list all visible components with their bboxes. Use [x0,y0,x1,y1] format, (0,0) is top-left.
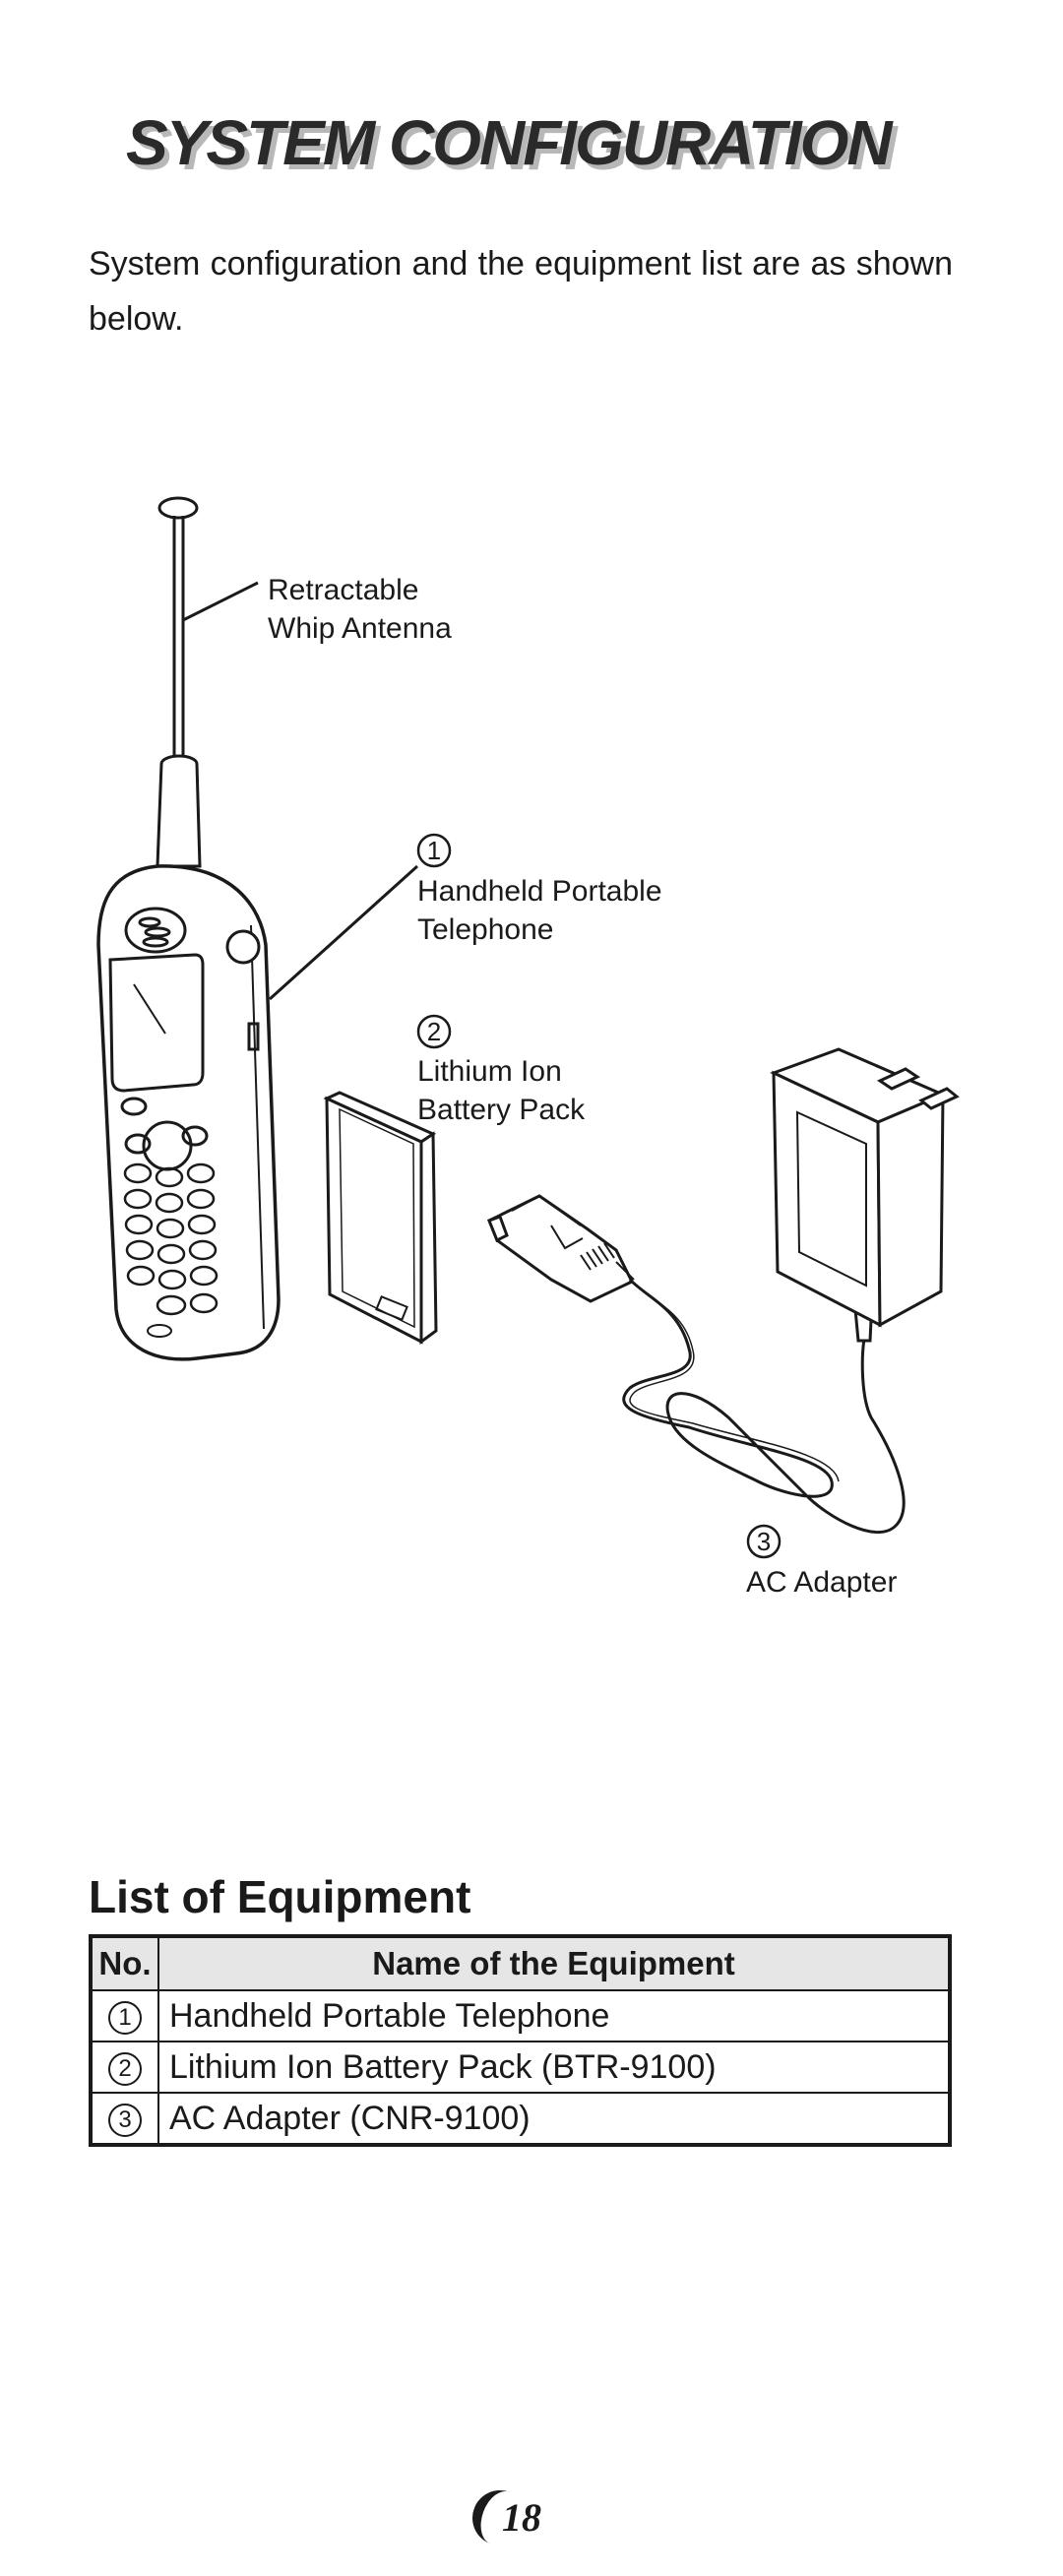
item3-number: 3 [757,1527,771,1556]
system-configuration-figure: Retractable Whip Antenna 1 Handheld Port… [96,496,960,1599]
row-number-cell: 2 [90,2041,159,2094]
item1-number-circle [416,833,452,868]
battery-label-line2: Battery Pack [417,1094,586,1126]
row-number: 1 [108,2000,142,2035]
page-number-badge: 18 [465,2482,551,2553]
intro-paragraph: System configuration and the equipment l… [89,245,953,338]
table-row: 2 Lithium Ion Battery Pack (BTR-9100) [90,2041,951,2094]
row-name-cell: Lithium Ion Battery Pack (BTR-9100) [157,2041,951,2094]
ac-adapter-label: AC Adapter [746,1566,897,1599]
row-number: 3 [108,2103,142,2137]
telephone-label-line1: Handheld Portable [417,875,662,908]
antenna-label-line1: Retractable [268,574,418,606]
table-header-row: No. Name of the Equipment [90,1935,951,1991]
column-header-name: Name of the Equipment [157,1935,951,1991]
battery-label-line1: Lithium Ion [417,1055,562,1088]
page-title: SYSTEM CONFIGURATION [126,107,893,178]
row-number: 2 [108,2051,142,2086]
telephone-label-line2: Telephone [417,913,553,946]
item1-number: 1 [427,836,441,865]
antenna-label-line2: Whip Antenna [268,612,452,645]
equipment-list-title: List of Equipment [89,1871,471,1922]
item2-number-circle [416,1014,452,1049]
equipment-table: No. Name of the Equipment 1 Handheld Por… [89,1934,952,2147]
page-number: 18 [502,2495,541,2540]
row-number-cell: 3 [90,2092,159,2146]
telephone-leader-line [268,864,419,1001]
telephone-illustration [96,496,281,1361]
row-number-cell: 1 [90,1989,159,2042]
item3-number-circle [746,1524,782,1559]
table-row: 3 AC Adapter (CNR-9100) [90,2092,951,2146]
table-row: 1 Handheld Portable Telephone [90,1989,951,2042]
row-name-cell: Handheld Portable Telephone [157,1989,951,2042]
row-name-cell: AC Adapter (CNR-9100) [157,2092,951,2146]
antenna-leader-line [182,581,259,622]
battery-pack-illustration [323,1091,438,1345]
column-header-no: No. [90,1935,159,1991]
ac-adapter-illustration [487,1047,960,1534]
item2-number: 2 [427,1017,441,1046]
